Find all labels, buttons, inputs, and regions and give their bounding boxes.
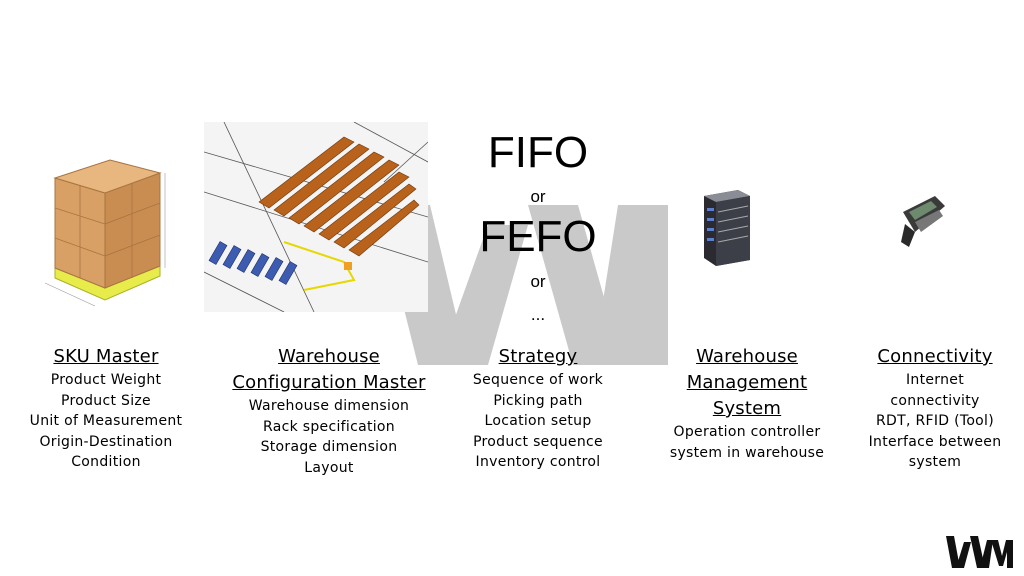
- list-item: Unit of Measurement: [29, 413, 183, 429]
- list-item: Product sequence: [473, 433, 603, 450]
- strategy-fefo: FEFO: [479, 212, 597, 261]
- wm-logo: [946, 536, 1013, 568]
- warehouse-layout-image: [204, 122, 428, 312]
- strategy-fifo: FIFO: [487, 128, 589, 177]
- strategy-section: Strategy Sequence of work Picking path L…: [448, 344, 628, 473]
- list-item: Picking path: [493, 392, 583, 409]
- strategy-or-1: or: [530, 187, 546, 206]
- list-item: Product Weight: [50, 372, 162, 388]
- warehouse-configuration-section: Warehouse Configuration Master Warehouse…: [214, 344, 444, 478]
- list-item: Internet: [906, 372, 964, 388]
- list-item: Interface between: [868, 433, 1002, 450]
- list-item: Condition: [71, 454, 141, 470]
- pallet-of-boxes-image: [44, 159, 166, 307]
- connectivity-section: Connectivity Internet connectivity RDT, …: [845, 344, 1024, 473]
- list-item: Storage dimension: [260, 439, 398, 455]
- section-title: Strategy: [498, 346, 578, 367]
- handheld-scanner-image: [901, 196, 945, 247]
- server-image: [704, 190, 750, 266]
- list-item: Operation controller: [673, 424, 821, 440]
- list-item: Sequence of work: [472, 372, 604, 388]
- section-title: Configuration Master: [232, 372, 426, 393]
- section-title: SKU Master: [53, 346, 159, 367]
- section-title: Management: [686, 372, 808, 393]
- section-title: Warehouse: [696, 346, 798, 367]
- list-item: Origin-Destination: [39, 433, 173, 450]
- list-item: connectivity: [890, 392, 980, 409]
- list-item: system: [908, 454, 962, 470]
- list-item: Rack specification: [263, 418, 395, 435]
- list-item: RDT, RFID (Tool): [875, 413, 995, 429]
- list-item: Product Size: [61, 392, 151, 409]
- section-title: System: [712, 398, 782, 419]
- strategy-or-2: or: [530, 272, 546, 291]
- list-item: Location setup: [484, 413, 592, 429]
- list-item: Inventory control: [475, 454, 601, 470]
- sku-master-section: SKU Master Product Weight Product Size U…: [6, 344, 206, 473]
- section-title: Connectivity: [877, 346, 993, 367]
- section-title: Warehouse: [278, 346, 380, 367]
- strategy-more: ...: [530, 305, 546, 324]
- list-item: Layout: [304, 459, 354, 476]
- wms-section: Warehouse Management System Operation co…: [652, 344, 842, 463]
- list-item: Warehouse dimension: [248, 398, 410, 414]
- list-item: system in warehouse: [669, 444, 825, 461]
